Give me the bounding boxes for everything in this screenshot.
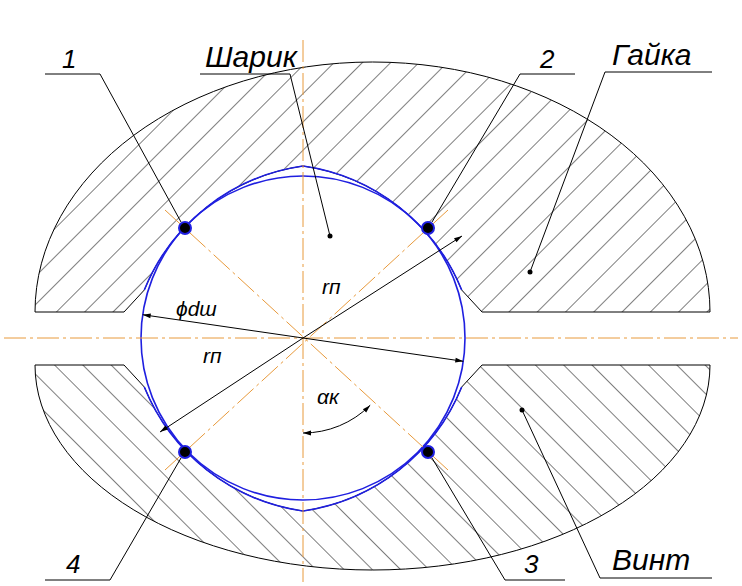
leader-dot <box>520 408 525 413</box>
leader-dot <box>328 234 333 239</box>
dimension-label: rп <box>322 276 341 297</box>
nut-section <box>35 62 710 312</box>
callout-number: 1 <box>62 46 76 72</box>
part-name: Винт <box>612 545 690 575</box>
contact-point <box>179 222 434 458</box>
screw-section <box>35 365 710 570</box>
part-name: Гайка <box>612 40 692 70</box>
callout-number: 2 <box>540 46 554 72</box>
dimension-line <box>143 236 464 433</box>
dimension-label: rп <box>203 345 222 366</box>
leader-line <box>45 72 712 580</box>
callout-number: 4 <box>66 551 80 577</box>
part-name: Шарик <box>205 42 297 72</box>
callout-number: 3 <box>524 551 538 577</box>
center-line <box>4 40 738 582</box>
dimension-label: ϕdш <box>176 298 217 319</box>
leader-dot <box>528 270 533 275</box>
angle-label: αк <box>317 386 339 407</box>
